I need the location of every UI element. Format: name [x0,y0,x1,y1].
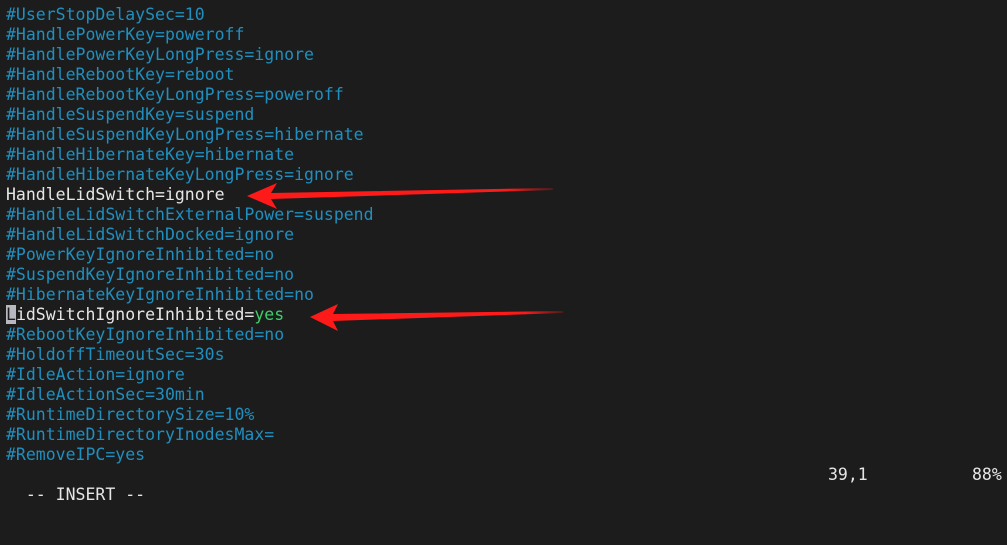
config-line-comment[interactable]: #HandleSuspendKey=suspend [6,105,255,124]
cursor-position: 39,1 [828,465,868,484]
mode-indicator: -- INSERT -- [25,485,146,504]
config-line-comment[interactable]: #IdleActionSec=30min [6,385,205,404]
config-line-comment[interactable]: #HandleHibernateKeyLongPress=ignore [6,165,354,184]
config-line-comment[interactable]: #RuntimeDirectorySize=10% [6,405,255,424]
config-line-handle-lid-switch[interactable]: HandleLidSwitch=ignore [6,185,225,204]
config-line-comment[interactable]: #RebootKeyIgnoreInhibited=no [6,325,285,344]
config-line-lid-switch-ignore-inhibited[interactable]: LidSwitchIgnoreInhibited=yes [6,305,1007,325]
scroll-percent: 88% [972,465,1002,484]
config-line-comment[interactable]: #PowerKeyIgnoreInhibited=no [6,245,275,264]
config-value: yes [254,305,285,324]
config-line-comment[interactable]: #HandleHibernateKey=hibernate [6,145,295,164]
config-line-comment[interactable]: #HandleSuspendKeyLongPress=hibernate [6,125,364,144]
config-line-comment[interactable]: #RuntimeDirectoryInodesMax= [6,425,275,444]
vim-editor-buffer[interactable]: #UserStopDelaySec=10 #HandlePowerKey=pow… [6,5,1007,465]
config-line-comment[interactable]: #HandleLidSwitchDocked=ignore [6,225,295,244]
arrow-annotation-icon [247,183,553,209]
config-line-comment[interactable]: #HandleLidSwitchExternalPower=suspend [6,205,374,224]
config-line-comment[interactable]: #HandleRebootKey=reboot [6,65,235,84]
config-line-comment[interactable]: #HibernateKeyIgnoreInhibited=no [6,285,314,304]
config-line-comment[interactable]: #UserStopDelaySec=10 [6,5,205,24]
config-line-comment[interactable]: #HandlePowerKeyLongPress=ignore [6,45,314,64]
config-line-comment[interactable]: #IdleAction=ignore [6,365,185,384]
text-cursor: L [6,305,16,324]
config-line-comment[interactable]: #HandleRebootKeyLongPress=poweroff [6,85,344,104]
config-line-comment[interactable]: #RemoveIPC=yes [6,445,146,464]
config-line-comment[interactable]: #HoldoffTimeoutSec=30s [6,345,225,364]
arrow-annotation-icon [310,304,563,331]
config-line-comment[interactable]: #SuspendKeyIgnoreInhibited=no [6,265,295,284]
vim-statusbar: -- INSERT -- 39,1 88% [6,465,1007,504]
config-key: idSwitchIgnoreInhibited= [15,305,255,324]
config-line-comment[interactable]: #HandlePowerKey=poweroff [6,25,245,44]
